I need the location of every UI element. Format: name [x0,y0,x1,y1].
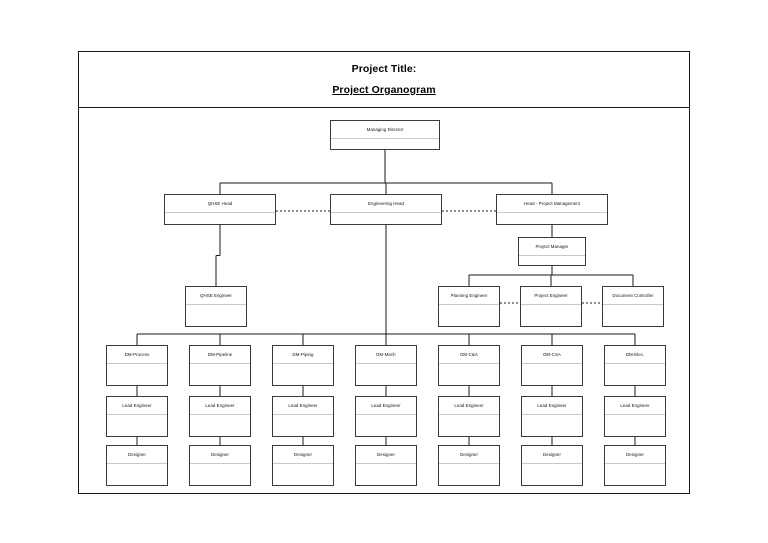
org-node-designer-4[interactable]: Designer [355,445,417,486]
org-node-dm-process[interactable]: DM-Process [106,345,168,386]
org-node-body [190,464,250,485]
org-node-document-controller[interactable]: Document Controller [602,286,664,327]
org-node-lead-engineer-2[interactable]: Lead Engineer [189,396,251,437]
title-band: Project Title: Project Organogram [79,52,689,108]
org-node-label: Designer [439,446,499,464]
org-node-label: DM-C&A [439,346,499,364]
org-node-lead-engineer-3[interactable]: Lead Engineer [272,396,334,437]
org-node-body [186,305,246,326]
org-node-planning-engineer[interactable]: Planning Engineer [438,286,500,327]
org-node-label: Designer [522,446,582,464]
org-node-label: QHSE Engineer [186,287,246,305]
org-node-label: Project Manager [519,238,585,256]
org-node-dm-ca[interactable]: DM-C&A [438,345,500,386]
org-node-body [190,364,250,385]
org-node-designer-7[interactable]: Designer [604,445,666,486]
org-node-body [273,364,333,385]
org-node-body [331,139,439,149]
org-node-body [439,305,499,326]
org-node-body [605,364,665,385]
org-node-body [273,415,333,436]
org-node-lead-engineer-5[interactable]: Lead Engineer [438,396,500,437]
org-node-dm-elec[interactable]: DM-Elec. [604,345,666,386]
org-node-body [356,364,416,385]
org-node-body [107,415,167,436]
org-node-label: DM-Elec. [605,346,665,364]
org-node-body [356,464,416,485]
org-node-body [521,305,581,326]
org-node-label: DM-Process [107,346,167,364]
org-node-designer-5[interactable]: Designer [438,445,500,486]
org-node-dm-csa[interactable]: DM-CSA [521,345,583,386]
org-node-label: Designer [356,446,416,464]
org-node-body [107,464,167,485]
org-node-body [519,256,585,265]
org-node-body [603,305,663,326]
org-node-label: DM-Piping [273,346,333,364]
org-node-body [331,213,441,224]
org-node-qhse-engineer[interactable]: QHSE Engineer [185,286,247,327]
org-node-body [107,364,167,385]
org-node-label: Document Controller [603,287,663,305]
org-node-label: Designer [605,446,665,464]
org-node-label: DM-Mech [356,346,416,364]
org-node-body [605,415,665,436]
org-node-project-manager[interactable]: Project Manager [518,237,586,266]
org-node-lead-engineer-7[interactable]: Lead Engineer [604,396,666,437]
org-node-label: Head - Project Management [497,195,607,213]
org-node-body [356,415,416,436]
org-node-designer-6[interactable]: Designer [521,445,583,486]
org-node-label: Designer [107,446,167,464]
org-node-label: Lead Engineer [190,397,250,415]
org-node-label: QHSE Head [165,195,275,213]
page-title-label: Project Title: [351,63,417,75]
org-node-body [605,464,665,485]
org-node-label: Lead Engineer [439,397,499,415]
org-node-body [522,415,582,436]
org-node-label: Engineering Head [331,195,441,213]
org-node-dm-piping[interactable]: DM-Piping [272,345,334,386]
org-node-lead-engineer-4[interactable]: Lead Engineer [355,396,417,437]
org-node-body [439,415,499,436]
org-node-body [439,464,499,485]
org-node-body [522,364,582,385]
org-node-engineering-head[interactable]: Engineering Head [330,194,442,225]
org-node-label: Planning Engineer [439,287,499,305]
org-node-head-project-mgmt[interactable]: Head - Project Management [496,194,608,225]
page-title-value: Project Organogram [332,84,436,96]
org-node-label: Lead Engineer [273,397,333,415]
org-node-body [190,415,250,436]
org-node-designer-1[interactable]: Designer [106,445,168,486]
org-node-body [165,213,275,224]
org-node-designer-3[interactable]: Designer [272,445,334,486]
org-node-label: Lead Engineer [107,397,167,415]
org-node-project-engineer[interactable]: Project Engineer [520,286,582,327]
org-node-label: DM-Pipeline [190,346,250,364]
org-node-body [522,464,582,485]
org-node-qhse-head[interactable]: QHSE Head [164,194,276,225]
org-node-label: Project Engineer [521,287,581,305]
org-node-label: Lead Engineer [356,397,416,415]
org-node-dm-pipeline[interactable]: DM-Pipeline [189,345,251,386]
org-node-label: Designer [190,446,250,464]
org-node-body [497,213,607,224]
org-node-lead-engineer-6[interactable]: Lead Engineer [521,396,583,437]
org-node-body [439,364,499,385]
org-node-lead-engineer-1[interactable]: Lead Engineer [106,396,168,437]
org-node-label: DM-CSA [522,346,582,364]
org-node-label: Managing Director [331,121,439,139]
org-node-label: Designer [273,446,333,464]
org-node-body [273,464,333,485]
organogram-frame: Project Title: Project Organogram Managi… [78,51,690,494]
org-node-dm-mech[interactable]: DM-Mech [355,345,417,386]
org-node-label: Lead Engineer [522,397,582,415]
org-node-designer-2[interactable]: Designer [189,445,251,486]
org-node-label: Lead Engineer [605,397,665,415]
org-node-managing-director[interactable]: Managing Director [330,120,440,150]
